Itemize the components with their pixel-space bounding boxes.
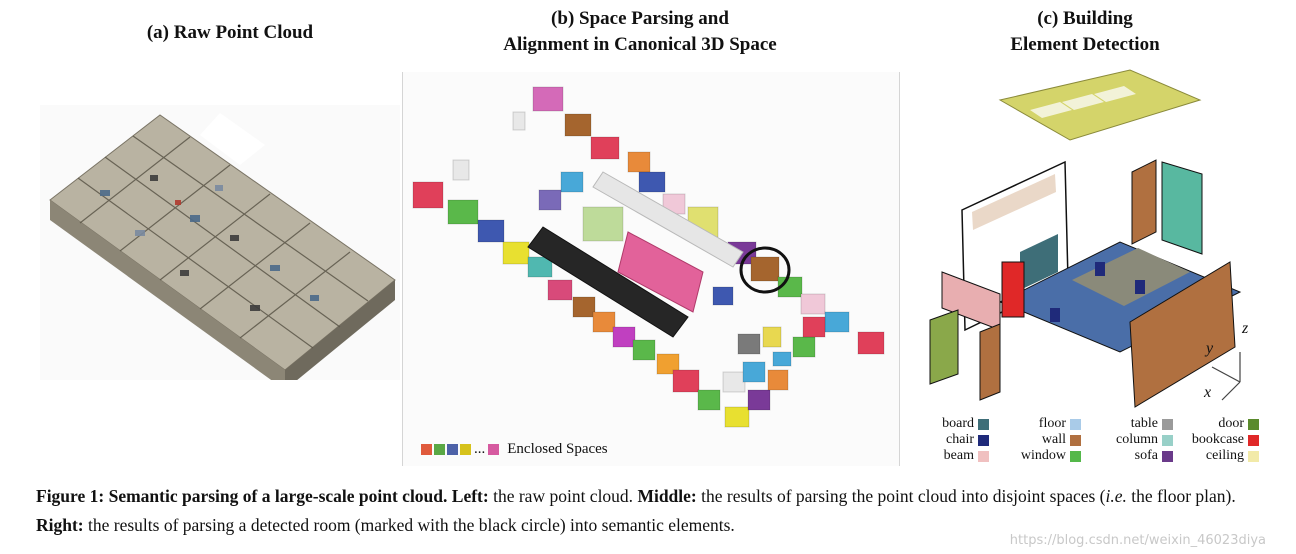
- legend-item-wall: wall: [1012, 432, 1081, 448]
- axis-z-label: z: [1242, 320, 1249, 337]
- caption-right-label: Right:: [36, 515, 84, 535]
- enclosed-spaces-legend: ... Enclosed Spaces: [421, 441, 608, 458]
- elements-legend: board floor table door chair wall column bookca…: [930, 416, 1259, 466]
- enclosed-spaces-render: [412, 86, 885, 428]
- legend-label-bookcase: bookcase: [1191, 432, 1244, 447]
- legend-swatch-board: [978, 418, 989, 430]
- legend-swatch-window: [1070, 450, 1081, 462]
- legend-label-sofa: sofa: [1134, 448, 1158, 463]
- legend-swatch-wall: [1070, 434, 1081, 446]
- legend-swatch-2: [447, 444, 458, 455]
- watermark: https://blog.csdn.net/weixin_46023diya: [1009, 533, 1266, 548]
- legend-item-floor: floor: [1012, 416, 1081, 432]
- legend-item-beam: beam: [930, 448, 989, 464]
- legend-label-floor: floor: [1038, 416, 1066, 431]
- caption-fig-title: Semantic parsing of a large-scale point …: [108, 486, 448, 506]
- point-cloud-render: [49, 113, 396, 380]
- caption-middle-text: the results of parsing the point cloud i…: [701, 486, 1106, 506]
- legend-item-table: table: [1090, 416, 1173, 432]
- legend-item-door: door: [1160, 416, 1259, 432]
- caption-left-text: the raw point cloud.: [493, 486, 634, 506]
- legend-label-ceiling: ceiling: [1205, 448, 1244, 463]
- panel-c-title-line2: Element Detection: [1010, 34, 1160, 55]
- panel-b-title-line1: (b) Space Parsing and: [551, 8, 729, 29]
- panel-b-title-line2: Alignment in Canonical 3D Space: [503, 34, 777, 55]
- legend-label-board: board: [942, 416, 974, 431]
- caption-left-label: Left:: [451, 486, 489, 506]
- legend-item-ceiling: ceiling: [1160, 448, 1259, 464]
- axis-x-label: x: [1204, 384, 1212, 401]
- legend-swatch-ceiling: [1248, 450, 1259, 462]
- caption-middle-text2: the floor plan).: [1126, 486, 1236, 506]
- legend-item-sofa: sofa: [1090, 448, 1173, 464]
- element-detection-image: z y x board floor table door chair wall column…: [900, 62, 1260, 472]
- legend-item-column: column: [1090, 432, 1173, 448]
- legend-label-wall: wall: [1041, 432, 1066, 447]
- legend-label-door: door: [1218, 416, 1244, 431]
- legend-swatch-sofa: [1162, 450, 1173, 462]
- legend-swatch-beam: [978, 450, 989, 462]
- axis-y-label: y: [1206, 340, 1214, 357]
- legend-item-chair: chair: [930, 432, 989, 448]
- legend-swatch-chair: [978, 434, 989, 446]
- caption-fig-label: Figure 1:: [36, 486, 105, 506]
- legend-swatch-last: [488, 444, 500, 455]
- legend-item-bookcase: bookcase: [1160, 432, 1259, 448]
- legend-swatch-0: [421, 444, 432, 455]
- raw-point-cloud-image: [40, 105, 400, 380]
- panel-b-title: (b) Space Parsing and Alignment in Canon…: [440, 6, 840, 58]
- caption-middle-label: Middle:: [637, 486, 697, 506]
- legend-swatch-column: [1162, 434, 1173, 446]
- panel-a-title: (a) Raw Point Cloud: [146, 22, 314, 43]
- figure-caption: Figure 1: Semantic parsing of a large-sc…: [36, 482, 1266, 540]
- legend-swatch-floor: [1070, 418, 1081, 430]
- room-elements-render: [929, 69, 1242, 408]
- enclosed-spaces-label: Enclosed Spaces: [507, 441, 608, 457]
- caption-right-text: the results of parsing a detected room (…: [88, 515, 735, 535]
- legend-label-table: table: [1130, 416, 1158, 431]
- legend-label-beam: beam: [943, 448, 974, 463]
- legend-ellipsis: ...: [474, 441, 486, 457]
- legend-swatch-bookcase: [1248, 434, 1259, 446]
- legend-swatch-table: [1162, 418, 1173, 430]
- legend-swatch-1: [434, 444, 445, 455]
- legend-item-window: window: [1012, 448, 1081, 464]
- legend-label-column: column: [1116, 432, 1158, 447]
- legend-swatch-door: [1248, 418, 1259, 430]
- legend-item-board: board: [930, 416, 989, 432]
- panel-c-title: (c) Building Element Detection: [960, 6, 1210, 58]
- space-parsing-image: ... Enclosed Spaces: [402, 72, 900, 466]
- legend-label-chair: chair: [946, 432, 974, 447]
- legend-swatch-3: [460, 444, 471, 455]
- legend-label-window: window: [1020, 448, 1066, 463]
- panel-c-title-line1: (c) Building: [1037, 8, 1133, 29]
- caption-ie: i.e.: [1105, 486, 1127, 506]
